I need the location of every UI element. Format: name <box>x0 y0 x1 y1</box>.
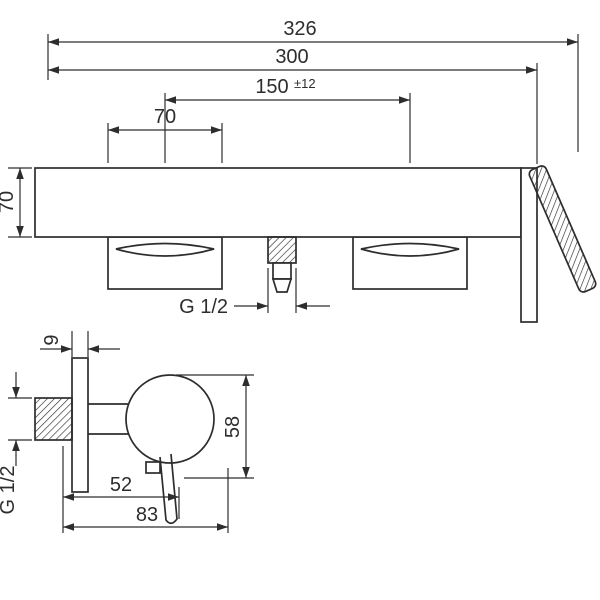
dim-label-58: 58 <box>222 416 244 438</box>
dim-escutcheon-width: 70 <box>107 106 223 163</box>
mixer-body-side <box>125 374 215 464</box>
escutcheon-left-plate <box>107 236 223 290</box>
outlet-nipple <box>272 262 292 280</box>
inlet-thread-label: G 1/2 <box>0 466 19 515</box>
lever-step <box>145 461 161 474</box>
handle-lever-rotated <box>528 165 597 293</box>
dim-plate-thickness: 9 <box>40 331 120 357</box>
escutcheon-left <box>107 236 223 290</box>
outlet-thread <box>267 236 297 264</box>
dim-lever-drop: 58 <box>176 374 254 479</box>
handle-lever-down <box>520 167 538 323</box>
dim-depth-to-lever: 52 <box>62 446 180 533</box>
dim-label-150: 150 <box>255 76 288 98</box>
inlet-thread <box>34 397 73 441</box>
handle-lever-side <box>159 453 178 525</box>
outlet-tip <box>271 278 293 293</box>
inlet-thread-callout: G 1/2 <box>0 372 32 514</box>
handle-lever-rotated-body <box>528 165 597 293</box>
dim-label-9: 9 <box>41 334 63 345</box>
dim-body-width: 300 <box>48 46 538 164</box>
outlet-stub <box>267 236 297 293</box>
dim-label-70-width: 70 <box>154 106 176 128</box>
escutcheon-right <box>352 236 468 290</box>
dim-label-70-height: 70 <box>0 191 18 213</box>
dim-label-150-tolerance: ±12 <box>294 76 316 91</box>
dim-overall-width: 326 <box>47 18 579 152</box>
dim-body-height: 70 <box>0 167 32 238</box>
dim-overall-depth: 83 <box>63 468 229 533</box>
dim-label-326: 326 <box>283 18 316 40</box>
outlet-thread-label: G 1/2 <box>179 296 228 318</box>
mixer-body <box>34 167 522 238</box>
dim-label-52: 52 <box>110 474 132 496</box>
front-view: 326 300 150 ±12 70 70 <box>0 18 597 323</box>
dim-hole-spacing: 150 ±12 <box>164 76 411 163</box>
dim-label-83: 83 <box>136 504 158 526</box>
side-view: 9 G 1/2 58 <box>0 331 254 533</box>
escutcheon-left-curve <box>115 242 215 257</box>
dim-label-300: 300 <box>275 46 308 68</box>
wall-plate <box>71 357 89 493</box>
outlet-thread-callout: G 1/2 <box>179 268 330 318</box>
escutcheon-right-curve <box>360 242 460 257</box>
